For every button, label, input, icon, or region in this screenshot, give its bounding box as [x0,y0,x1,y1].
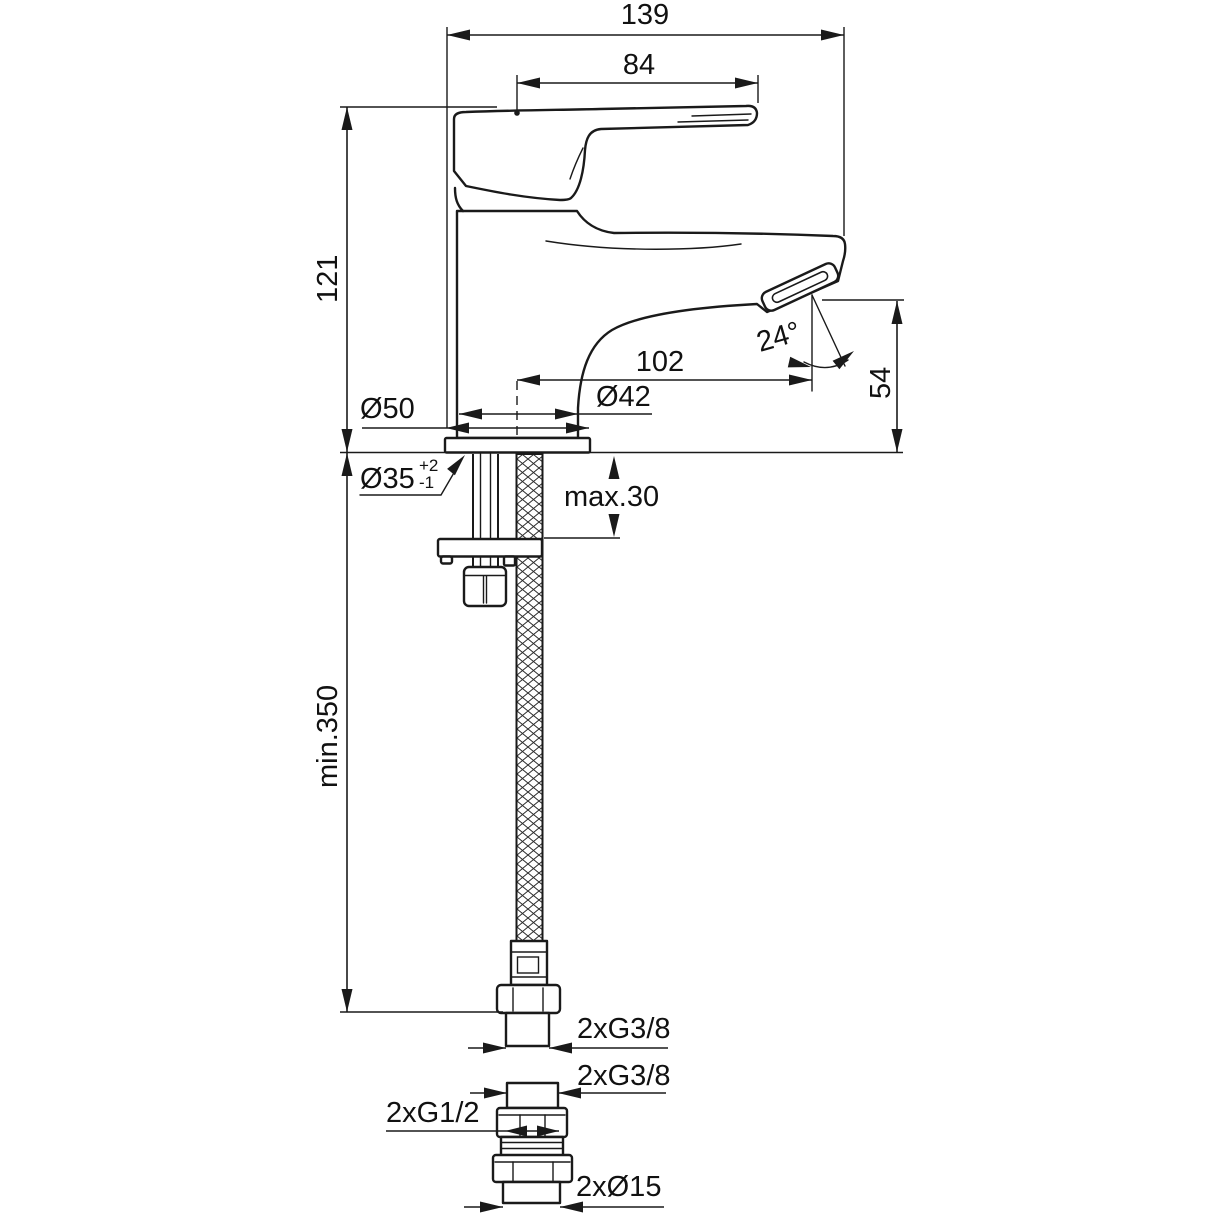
dim-adapter-top: 2xG3/8 [470,1060,671,1099]
dim102-arrow-right [789,374,812,386]
dim-max-deck-thickness: max.30 [544,456,659,539]
dim-label-outlet-height: 54 [865,367,897,399]
dim-label-outlet-angle: 24° [753,316,804,359]
dim-label-body-height: 121 [312,255,344,303]
dim139-arrow-right [821,29,844,41]
dimG12-arrow-left [505,1125,527,1137]
dimG12-arrow-right [537,1125,559,1137]
hole-leader-arrow [447,455,465,476]
adapter-fitting [491,1081,574,1205]
dim-adapter-bottom: 2xØ15 [464,1171,664,1213]
plate-foot-left [439,555,454,565]
dim-label-mounting-hole: Ø35 [360,463,415,495]
body-dome-edge [453,186,465,213]
dim139-arrow-left [447,29,470,41]
handle-lever [452,104,759,202]
dim350-arrow-bottom [341,989,353,1012]
dim-label-adapter-top: 2xG3/8 [577,1060,671,1092]
hose-ferrule [509,939,549,987]
adapter-hex-2 [491,1153,574,1184]
dim-label-body-base-diameter: Ø42 [596,381,651,413]
handle-outline [452,104,759,202]
dim42-arrow-right [555,408,578,420]
dim54-arrow-top [891,301,903,324]
spout-accent-line [545,240,742,250]
dim-mounting-hole: Ø35 +2 -1 [359,455,465,496]
dim-label-handle-length: 84 [623,49,655,81]
dim84-ref-dot [514,110,520,116]
dim121-arrow-bottom [341,429,353,452]
ferrule-body [509,939,549,987]
dim30-arrow-bottom [608,514,620,537]
adapter-stub [505,1081,560,1110]
dim-handle-length: 84 [514,49,759,116]
handle-pivot-edge [569,147,584,180]
angle-arrow-right [832,351,854,370]
dim-body-base-diameter: Ø42 [459,381,652,420]
faucet-body [453,186,847,440]
hose-tail-tube [504,1011,551,1048]
dim102-arrow-left [517,374,540,386]
dimG38b-arrow-left [484,1087,507,1099]
hose-nut-outline [495,983,562,1015]
dim-label-adapter-bottom: 2xØ15 [576,1171,661,1203]
dim-total-length: 139 [446,0,845,428]
handle-tip-line-2 [677,119,749,123]
body-spout-outline [455,209,847,440]
ferrule-window [516,956,540,974]
dim30-arrow-top [608,456,620,479]
adapter-waist [499,1135,565,1158]
dim-label-adapter-mid: 2xG1/2 [386,1097,480,1129]
dim-spout-reach: 102 [516,346,812,439]
dim15-arrow-left [480,1201,503,1213]
dim-label-total-length: 139 [621,0,669,31]
plate-body [436,537,544,558]
dim-label-max-deck-thickness: max.30 [564,481,659,513]
dim50-arrow-left [446,422,469,434]
dim84-arrow-right [735,77,758,89]
dim54-arrow-bottom [891,429,903,452]
dim50-arrow-right [566,422,589,434]
aerator-screen [771,270,829,304]
dim-label-spout-reach: 102 [636,346,684,378]
handle-tip-line-1 [691,113,752,117]
dim-adapter-mid: 2xG1/2 [386,1097,559,1137]
mounting-plate [436,537,544,567]
dim-label-hole-tol-minus: -1 [419,473,434,492]
adapter-hex-1 [495,1106,569,1139]
dim-label-hose-connection: 2xG3/8 [577,1013,671,1045]
dim-min-hose-length: min.350 [312,453,503,1013]
dim-label-hole-tol-plus: +2 [419,456,438,475]
angle-ref-slant [811,294,846,367]
dim-body-height: 121 [312,106,497,452]
plate-foot-right [502,555,517,567]
dim-label-min-hose-length: min.350 [312,685,344,788]
dim-outlet-height: 54 [822,299,904,452]
dim-label-flange-diameter: Ø50 [360,393,415,425]
dim350-arrow-top [341,453,353,476]
dim-hose-connection: 2xG3/8 [468,1013,671,1054]
dim121-arrow-top [341,107,353,130]
adapter-tube [501,1180,562,1205]
dim-flange-diameter: Ø50 [360,393,589,434]
mounting-nut [462,565,508,608]
aerator-outlet [760,262,840,312]
hose-nut [495,983,562,1015]
dimG38a-arrow-left [483,1042,506,1054]
dim42-arrow-left [459,408,482,420]
dim84-arrow-left [517,77,540,89]
base-flange [443,436,592,454]
braided-hose [515,453,544,942]
nut-outline [462,565,508,608]
angle-arrow-left [787,356,811,368]
